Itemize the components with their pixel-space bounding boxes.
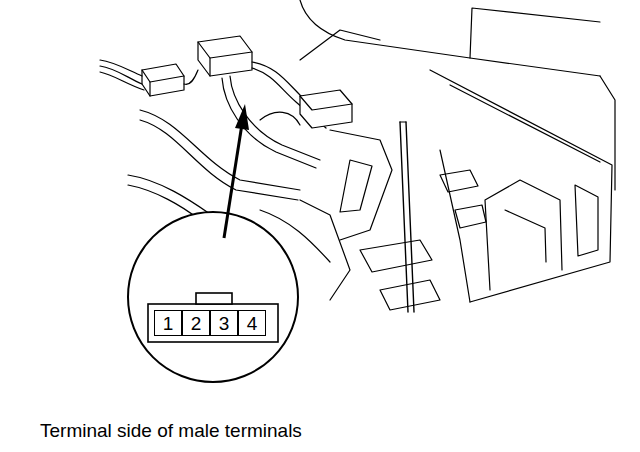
pin-number: 4 [247, 314, 258, 333]
pin-cell: 2 [182, 310, 210, 336]
pin-cell: 4 [238, 310, 266, 336]
pin-number: 2 [191, 314, 202, 333]
pin-cell: 3 [210, 310, 238, 336]
pin-number: 3 [219, 314, 230, 333]
caption-text: Terminal side of male terminals [40, 420, 302, 442]
pin-number: 1 [163, 314, 174, 333]
pin-cell: 1 [154, 310, 182, 336]
